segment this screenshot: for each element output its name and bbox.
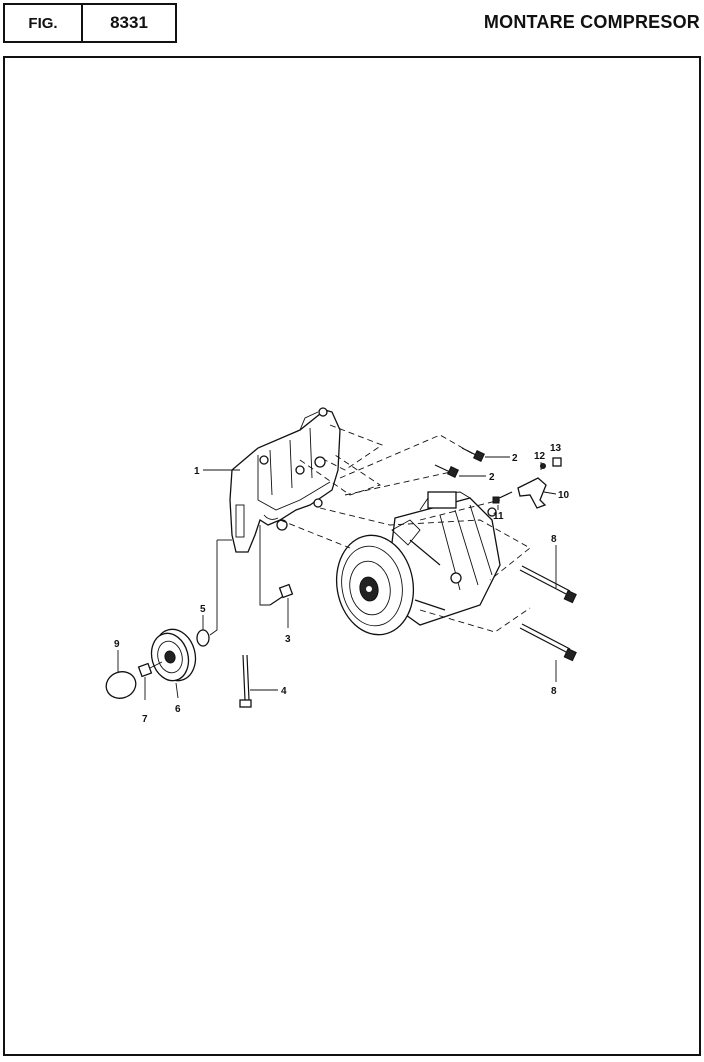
callout-9: 9 xyxy=(114,639,120,650)
nut-7 xyxy=(137,661,163,700)
page-title: MONTARE COMPRESOR xyxy=(483,12,700,32)
bolt-3 xyxy=(269,583,294,628)
callout-6: 6 xyxy=(175,704,181,715)
bolt-4 xyxy=(239,654,278,708)
bolt-2-lower xyxy=(434,464,486,478)
callout-8-lower: 8 xyxy=(551,686,557,697)
bolt-2-upper xyxy=(461,447,510,462)
callout-13: 13 xyxy=(550,443,562,454)
callout-11: 11 xyxy=(493,511,504,522)
callout-2-upper: 2 xyxy=(512,453,518,464)
cap-9 xyxy=(105,650,137,699)
callout-3: 3 xyxy=(285,634,291,645)
mounting-bracket xyxy=(229,407,341,553)
spacer-5 xyxy=(196,615,210,647)
callout-8-upper: 8 xyxy=(551,534,557,545)
callout-4: 4 xyxy=(281,686,287,697)
bolt-11 xyxy=(492,491,513,510)
pulley xyxy=(150,628,197,699)
bolt-8-lower xyxy=(519,623,577,682)
fig-number: 8331 xyxy=(110,13,148,32)
callout-5: 5 xyxy=(200,604,206,615)
callout-12: 12 xyxy=(534,451,546,462)
callout-7: 7 xyxy=(142,714,148,725)
drawing-frame xyxy=(3,56,701,1056)
fig-label: FIG. xyxy=(5,5,83,41)
callout-10: 10 xyxy=(558,490,570,501)
bolt-8-upper xyxy=(519,545,577,604)
clip-10 xyxy=(517,477,557,509)
compressor xyxy=(335,491,501,636)
parts-12-13 xyxy=(540,457,562,470)
callout-2-lower: 2 xyxy=(489,472,495,483)
figure-header-box: FIG. 8331 xyxy=(3,3,177,43)
callout-1: 1 xyxy=(194,466,200,477)
